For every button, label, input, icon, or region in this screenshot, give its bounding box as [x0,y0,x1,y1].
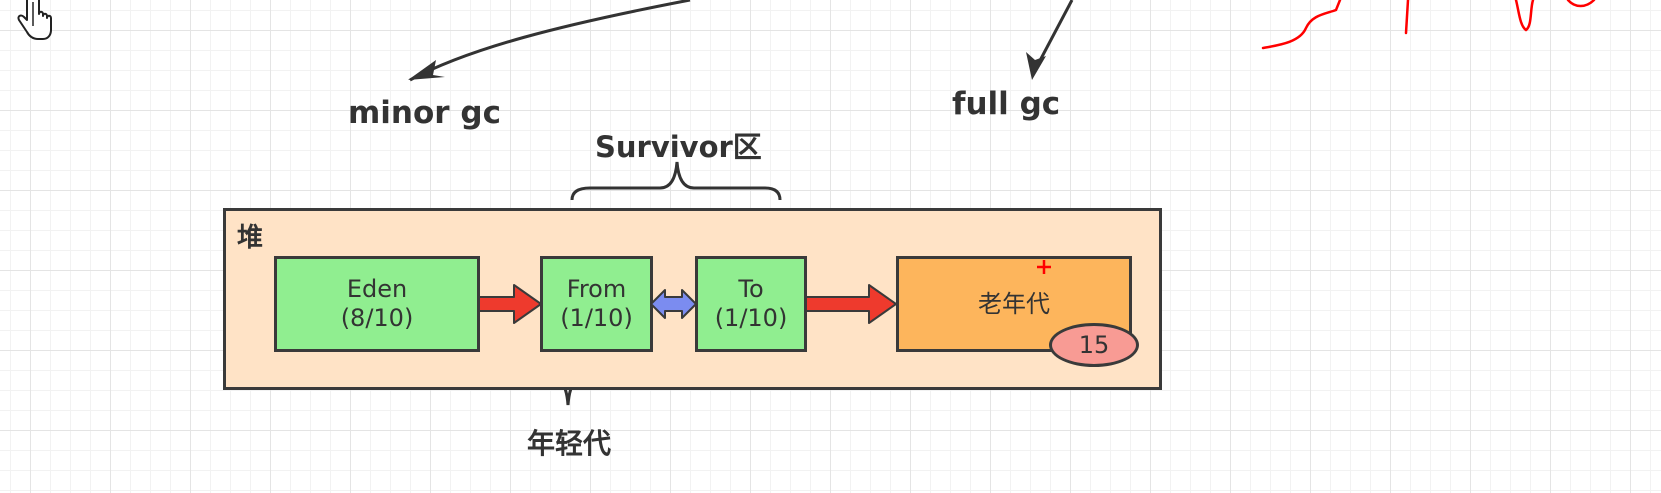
red-scribble-4 [1566,0,1596,8]
full-gc-label: full gc [952,86,1061,122]
to-name: To [738,275,764,303]
heap-title: 堆 [237,223,264,253]
red-scribble-2 [1404,0,1410,35]
minor-gc-arrow [409,0,691,82]
red-scribble-1 [1261,0,1342,50]
eden-name: Eden [346,275,408,303]
from-ratio: (1/10) [560,304,633,332]
hand-pointer-icon [14,0,54,46]
young-gen-label: 年轻代 [527,427,612,460]
old-gen-name: 老年代 [978,289,1050,318]
survivor-label: Survivor区 [595,130,762,164]
survivor-brace [570,161,782,201]
from-box: From (1/10) [540,256,653,352]
age-threshold-badge: 15 [1049,323,1139,367]
eden-box: Eden (8/10) [274,256,480,352]
minor-gc-label: minor gc [348,95,501,131]
eden-ratio: (8/10) [340,304,414,332]
full-gc-arrow [1033,0,1074,71]
to-ratio: (1/10) [714,304,788,332]
red-scribble-3 [1514,0,1535,32]
from-name: From [566,275,627,303]
to-box: To (1/10) [695,256,807,352]
